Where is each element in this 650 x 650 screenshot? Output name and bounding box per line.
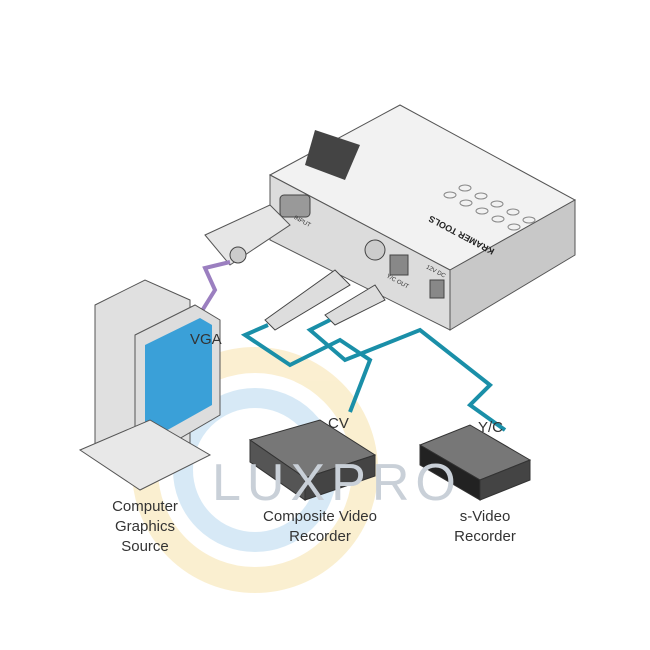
label-line: Computer [112, 498, 178, 515]
cv-label: CV [328, 415, 349, 432]
svideo-recorder-illustration [418, 424, 532, 501]
vga-label: VGA [190, 331, 222, 348]
kramer-device [268, 104, 577, 331]
composite-recorder-illustration [248, 419, 377, 501]
watermark-text: LUXPRO [212, 454, 462, 512]
svideo-recorder-label: s-Video Recorder [435, 507, 535, 547]
label-line: Source [121, 538, 169, 555]
vga-connector [204, 204, 291, 266]
label-line: Composite Video [263, 508, 377, 525]
label-line: s-Video [459, 508, 511, 525]
label-line: Graphics [114, 518, 176, 535]
label-line: Recorder [289, 528, 351, 545]
bnc-connectors [264, 269, 386, 331]
composite-recorder-label: Composite Video Recorder [245, 507, 395, 547]
computer-illustration [78, 279, 221, 491]
label-line: Recorder [454, 528, 516, 545]
yc-cable [306, 318, 507, 432]
computer-source-label: Computer Graphics Source [95, 497, 195, 557]
cv-cable [240, 323, 373, 413]
yc-label: Y/C [478, 419, 504, 436]
